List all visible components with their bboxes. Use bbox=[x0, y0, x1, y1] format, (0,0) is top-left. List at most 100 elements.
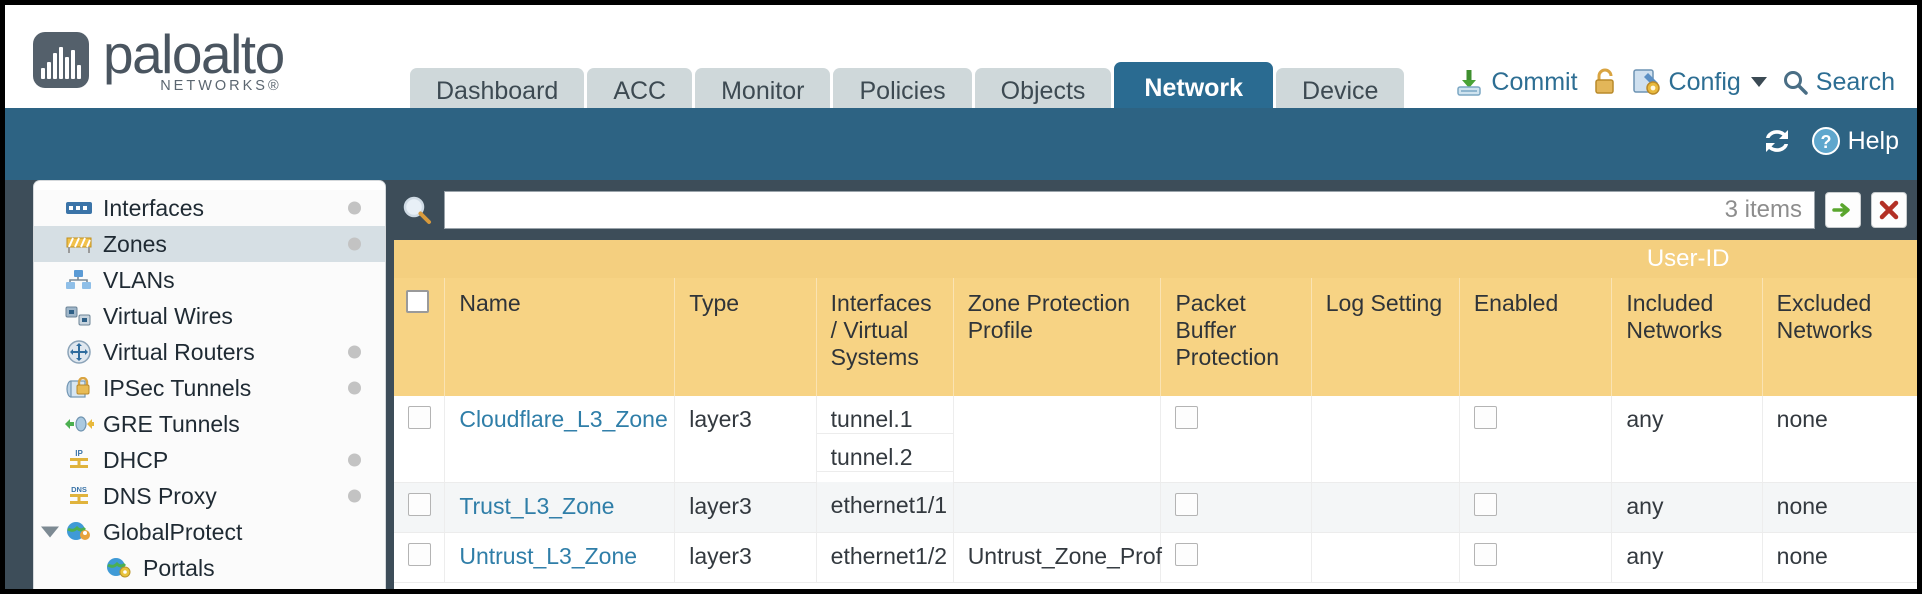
zone-name-link[interactable]: Untrust_L3_Zone bbox=[459, 542, 638, 569]
ipsec-tunnels-icon bbox=[64, 376, 94, 400]
cell-userid-enabled[interactable] bbox=[1458, 482, 1612, 533]
cell-log-setting bbox=[1310, 396, 1460, 483]
main-nav-tabs[interactable]: Dashboard ACC Monitor Policies Objects N… bbox=[410, 62, 1405, 115]
column-header-excluded-networks[interactable]: Excluded Networks bbox=[1761, 278, 1917, 396]
zones-icon bbox=[64, 232, 94, 256]
search-magnifier-icon[interactable] bbox=[400, 193, 434, 227]
svg-text:?: ? bbox=[1820, 132, 1831, 152]
select-all-checkbox[interactable] bbox=[406, 290, 429, 313]
app-header: paloalto NETWORKS® Dashboard ACC Monitor… bbox=[5, 5, 1917, 115]
cell-type: layer3 bbox=[674, 532, 817, 583]
config-label: Config bbox=[1668, 67, 1741, 96]
sidebar-status-dot bbox=[348, 345, 361, 359]
table-row[interactable]: Cloudflare_L3_Zone layer3 tunnel.1 tunne… bbox=[394, 396, 1917, 483]
userid-enabled-checkbox[interactable] bbox=[1473, 406, 1497, 429]
column-header-name[interactable]: Name bbox=[444, 278, 675, 396]
lock-button[interactable] bbox=[1592, 67, 1618, 97]
table-row[interactable]: Untrust_L3_Zone layer3 ethernet1/2 Untru… bbox=[394, 532, 1917, 583]
row-select-cell[interactable] bbox=[394, 396, 445, 483]
config-menu[interactable]: Config bbox=[1632, 67, 1767, 97]
refresh-icon[interactable] bbox=[1760, 126, 1794, 156]
cell-excluded-networks: none bbox=[1761, 482, 1917, 533]
globalprotect-icon bbox=[64, 520, 94, 544]
packet-buffer-protection-checkbox[interactable] bbox=[1175, 406, 1199, 429]
item-count-label: 3 items bbox=[1724, 196, 1802, 223]
cell-userid-enabled[interactable] bbox=[1458, 532, 1612, 583]
tab-acc[interactable]: ACC bbox=[587, 68, 693, 115]
packet-buffer-protection-checkbox[interactable] bbox=[1175, 492, 1199, 516]
sidebar-item-zones[interactable]: Zones bbox=[34, 226, 385, 262]
cell-interfaces: ethernet1/1 bbox=[815, 482, 954, 533]
tab-objects[interactable]: Objects bbox=[974, 68, 1112, 115]
sidebar-item-ipsec-tunnels[interactable]: IPSec Tunnels bbox=[34, 370, 385, 406]
row-select-cell[interactable] bbox=[394, 482, 445, 533]
row-checkbox[interactable] bbox=[408, 406, 431, 429]
sidebar-item-interfaces[interactable]: Interfaces bbox=[34, 190, 385, 226]
sidebar-item-portals[interactable]: Portals bbox=[34, 550, 385, 586]
sidebar-item-gateways[interactable]: Gateways bbox=[34, 586, 385, 589]
tab-device[interactable]: Device bbox=[1276, 68, 1405, 115]
apply-filter-button[interactable] bbox=[1825, 192, 1861, 228]
sidebar-label-vlans: VLANs bbox=[103, 266, 175, 293]
sidebar-item-virtual-routers[interactable]: Virtual Routers bbox=[34, 334, 385, 370]
column-header-packet-buffer-protection[interactable]: Packet Buffer Protection bbox=[1160, 278, 1312, 396]
cell-zone-protection-profile bbox=[952, 482, 1161, 533]
cell-packet-buffer-protection[interactable] bbox=[1160, 532, 1312, 583]
column-header-log-setting[interactable]: Log Setting bbox=[1310, 278, 1460, 396]
commit-button[interactable]: Commit bbox=[1454, 67, 1578, 97]
dhcp-icon: IP bbox=[64, 448, 94, 472]
sidebar-item-gre-tunnels[interactable]: GRE Tunnels bbox=[34, 406, 385, 442]
svg-text:DNS: DNS bbox=[71, 485, 87, 494]
cell-packet-buffer-protection[interactable] bbox=[1160, 482, 1312, 533]
row-checkbox[interactable] bbox=[408, 492, 431, 516]
sidebar-item-globalprotect[interactable]: GlobalProtect bbox=[34, 514, 385, 550]
cell-name[interactable]: Cloudflare_L3_Zone bbox=[444, 396, 675, 483]
cell-packet-buffer-protection[interactable] bbox=[1160, 396, 1312, 483]
select-all-header[interactable] bbox=[394, 278, 445, 396]
row-checkbox[interactable] bbox=[408, 542, 431, 566]
column-header-enabled[interactable]: Enabled bbox=[1458, 278, 1612, 396]
sidebar-label-interfaces: Interfaces bbox=[103, 194, 204, 221]
sidebar-item-dns-proxy[interactable]: DNS DNS Proxy bbox=[34, 478, 385, 514]
cell-name[interactable]: Trust_L3_Zone bbox=[444, 482, 675, 533]
portals-icon bbox=[104, 556, 134, 580]
cell-userid-enabled[interactable] bbox=[1458, 396, 1612, 483]
column-header-zone-protection-profile[interactable]: Zone Protection Profile bbox=[952, 278, 1161, 396]
cell-excluded-networks: none bbox=[1761, 532, 1917, 583]
interface-item: tunnel.2 bbox=[816, 434, 953, 472]
interface-item: tunnel.1 bbox=[816, 396, 953, 434]
group-header-spacer bbox=[394, 240, 1460, 278]
cell-zone-protection-profile: Untrust_Zone_Prof bbox=[952, 532, 1162, 583]
userid-enabled-checkbox[interactable] bbox=[1473, 542, 1497, 566]
tree-collapse-arrow-icon[interactable] bbox=[41, 526, 59, 538]
sidebar-label-globalprotect: GlobalProtect bbox=[103, 518, 243, 545]
userid-enabled-checkbox[interactable] bbox=[1473, 492, 1497, 516]
tab-dashboard[interactable]: Dashboard bbox=[410, 68, 585, 115]
column-header-type[interactable]: Type bbox=[674, 278, 817, 396]
commit-download-icon bbox=[1457, 70, 1482, 96]
tab-policies[interactable]: Policies bbox=[833, 68, 972, 115]
lock-icon bbox=[1594, 68, 1614, 94]
filter-input-wrap[interactable]: 3 items bbox=[444, 191, 1815, 229]
virtual-wires-icon bbox=[64, 304, 94, 328]
clear-filter-button[interactable] bbox=[1871, 192, 1907, 228]
packet-buffer-protection-checkbox[interactable] bbox=[1175, 542, 1199, 566]
sidebar-item-vlans[interactable]: VLANs bbox=[34, 262, 385, 298]
cell-name[interactable]: Untrust_L3_Zone bbox=[444, 532, 675, 583]
tab-monitor[interactable]: Monitor bbox=[695, 68, 831, 115]
cell-type: layer3 bbox=[674, 396, 817, 483]
sidebar-item-dhcp[interactable]: IP DHCP bbox=[34, 442, 385, 478]
search-button[interactable]: Search bbox=[1781, 68, 1895, 97]
sub-toolbar: ? Help bbox=[5, 108, 1917, 180]
cell-log-setting bbox=[1310, 482, 1460, 533]
tab-network[interactable]: Network bbox=[1114, 62, 1274, 115]
zone-name-link[interactable]: Cloudflare_L3_Zone bbox=[459, 406, 668, 432]
zone-name-link[interactable]: Trust_L3_Zone bbox=[459, 492, 615, 519]
table-row[interactable]: Trust_L3_Zone layer3 ethernet1/1 any bbox=[394, 482, 1917, 533]
column-header-included-networks[interactable]: Included Networks bbox=[1611, 278, 1763, 396]
help-button[interactable]: ? Help bbox=[1811, 126, 1899, 156]
cell-zone-protection-profile bbox=[952, 396, 1161, 483]
sidebar-item-virtual-wires[interactable]: Virtual Wires bbox=[34, 298, 385, 334]
column-header-interfaces[interactable]: Interfaces / Virtual Systems bbox=[815, 278, 954, 396]
row-select-cell[interactable] bbox=[394, 532, 445, 583]
